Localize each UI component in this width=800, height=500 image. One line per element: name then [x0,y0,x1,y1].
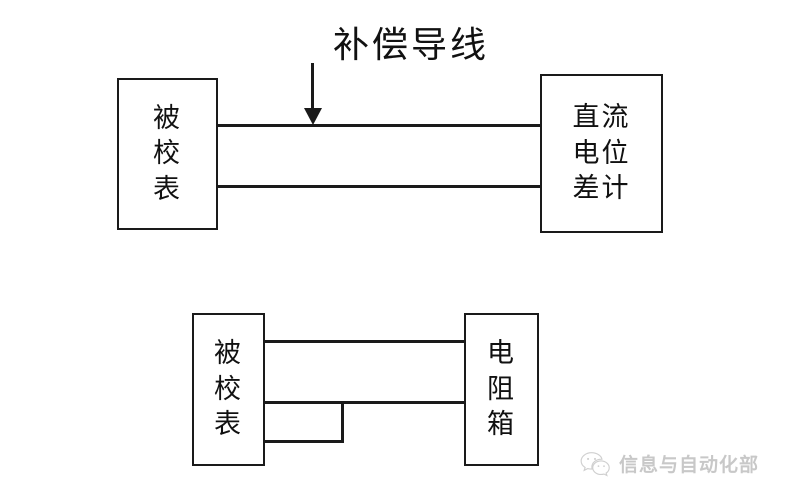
box-instrument-under-calibration-top: 被 校 表 [117,78,218,230]
wire-bottom-3-horizontal [263,440,344,443]
box-label-line: 表 [153,173,182,205]
box-label-line: 阻 [487,373,516,405]
watermark: 信息与自动化部 [580,450,759,477]
annotation-arrow-head-icon [304,108,322,125]
box-label-line: 箱 [487,409,516,441]
box-label-line: 被 [214,338,243,370]
wire-bottom-1 [263,340,466,343]
box-label-line: 校 [214,373,243,405]
box-resistance-box: 电 阻 箱 [464,313,539,466]
box-label-line: 电位 [572,137,631,169]
box-label-line: 校 [153,138,182,170]
box-label-line: 直流 [572,102,631,134]
watermark-text: 信息与自动化部 [619,454,760,476]
wire-bottom-3-riser [341,401,344,443]
box-label-line: 差计 [572,173,631,205]
box-instrument-under-calibration-bottom: 被 校 表 [192,313,265,466]
wire-top-2 [216,185,542,188]
wire-bottom-2 [263,401,466,404]
box-label-line: 表 [214,409,243,441]
annotation-arrow-shaft [311,63,314,109]
box-dc-potentiometer: 直流 电位 差计 [540,74,663,233]
wire-top-1 [216,124,542,127]
box-label-line: 被 [153,102,182,134]
wechat-logo-icon [580,451,610,477]
box-label-line: 电 [487,338,516,370]
annotation-label-compensating-wire: 补偿导线 [333,25,490,66]
